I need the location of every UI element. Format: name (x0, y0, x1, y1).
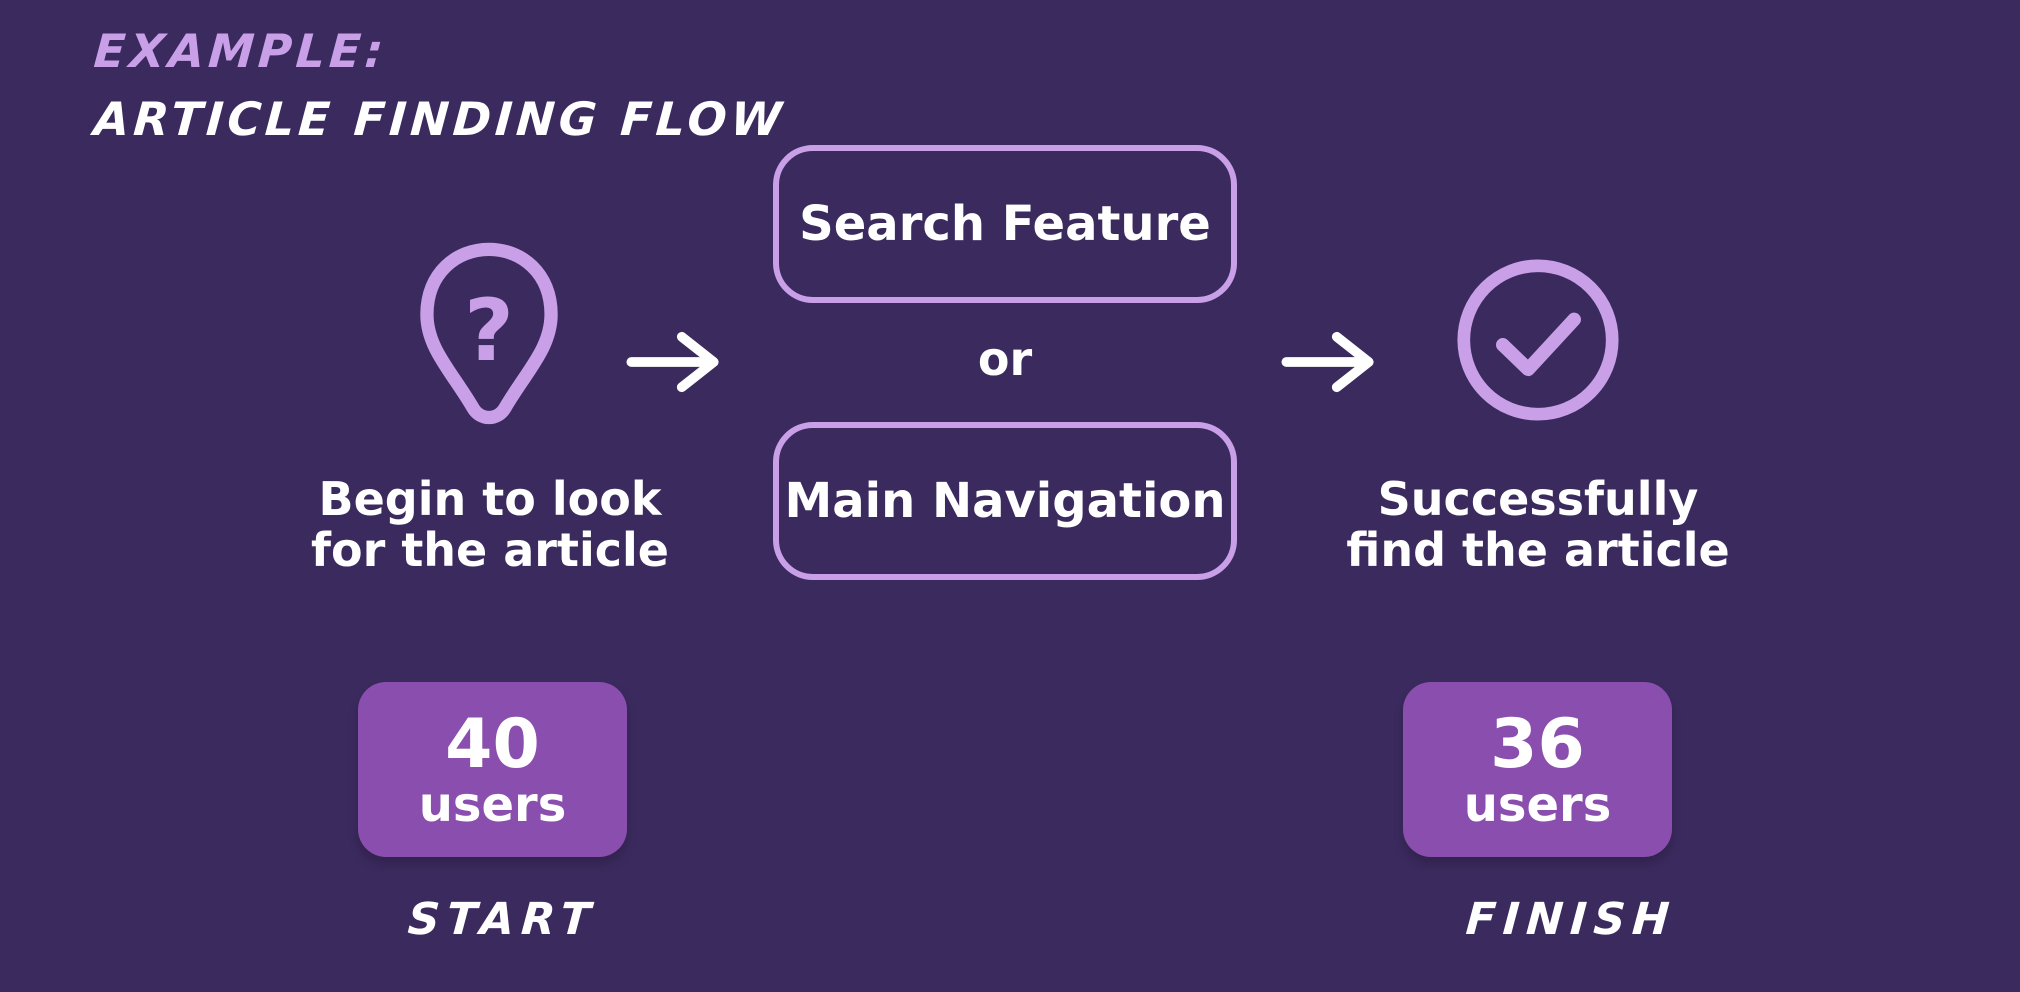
page-title: ARTICLE FINDING FLOW (92, 92, 788, 146)
finish-count-card: 36 users (1403, 682, 1672, 857)
main-navigation-label: Main Navigation (784, 473, 1226, 529)
finish-node-label-line2: find the article (1346, 522, 1730, 577)
start-count-value: 40 (445, 704, 540, 784)
start-node-label-line2: for the article (311, 522, 669, 577)
start-node-label: Begin to look for the article (290, 474, 690, 575)
finish-count-unit: users (1463, 776, 1612, 833)
arrow-right-icon (625, 330, 723, 394)
svg-text:?: ? (464, 281, 514, 381)
question-pin-icon: ? (415, 242, 563, 443)
header-eyebrow: EXAMPLE: (92, 24, 390, 78)
finish-node-label: Successfully find the article (1338, 474, 1738, 575)
start-count-card: 40 users (358, 682, 627, 857)
search-feature-label: Search Feature (799, 196, 1211, 252)
check-circle-icon (1455, 257, 1621, 423)
start-node-label-line1: Begin to look (318, 472, 662, 526)
finish-caption: FINISH (1464, 894, 1678, 945)
or-connector: or (977, 332, 1033, 386)
main-navigation-box: Main Navigation (773, 422, 1237, 580)
finish-node-label-line1: Successfully (1377, 472, 1699, 526)
finish-count-value: 36 (1490, 704, 1585, 784)
start-count-unit: users (418, 776, 567, 833)
arrow-right-icon (1280, 330, 1378, 394)
start-caption: START (406, 894, 600, 945)
search-feature-box: Search Feature (773, 145, 1237, 303)
